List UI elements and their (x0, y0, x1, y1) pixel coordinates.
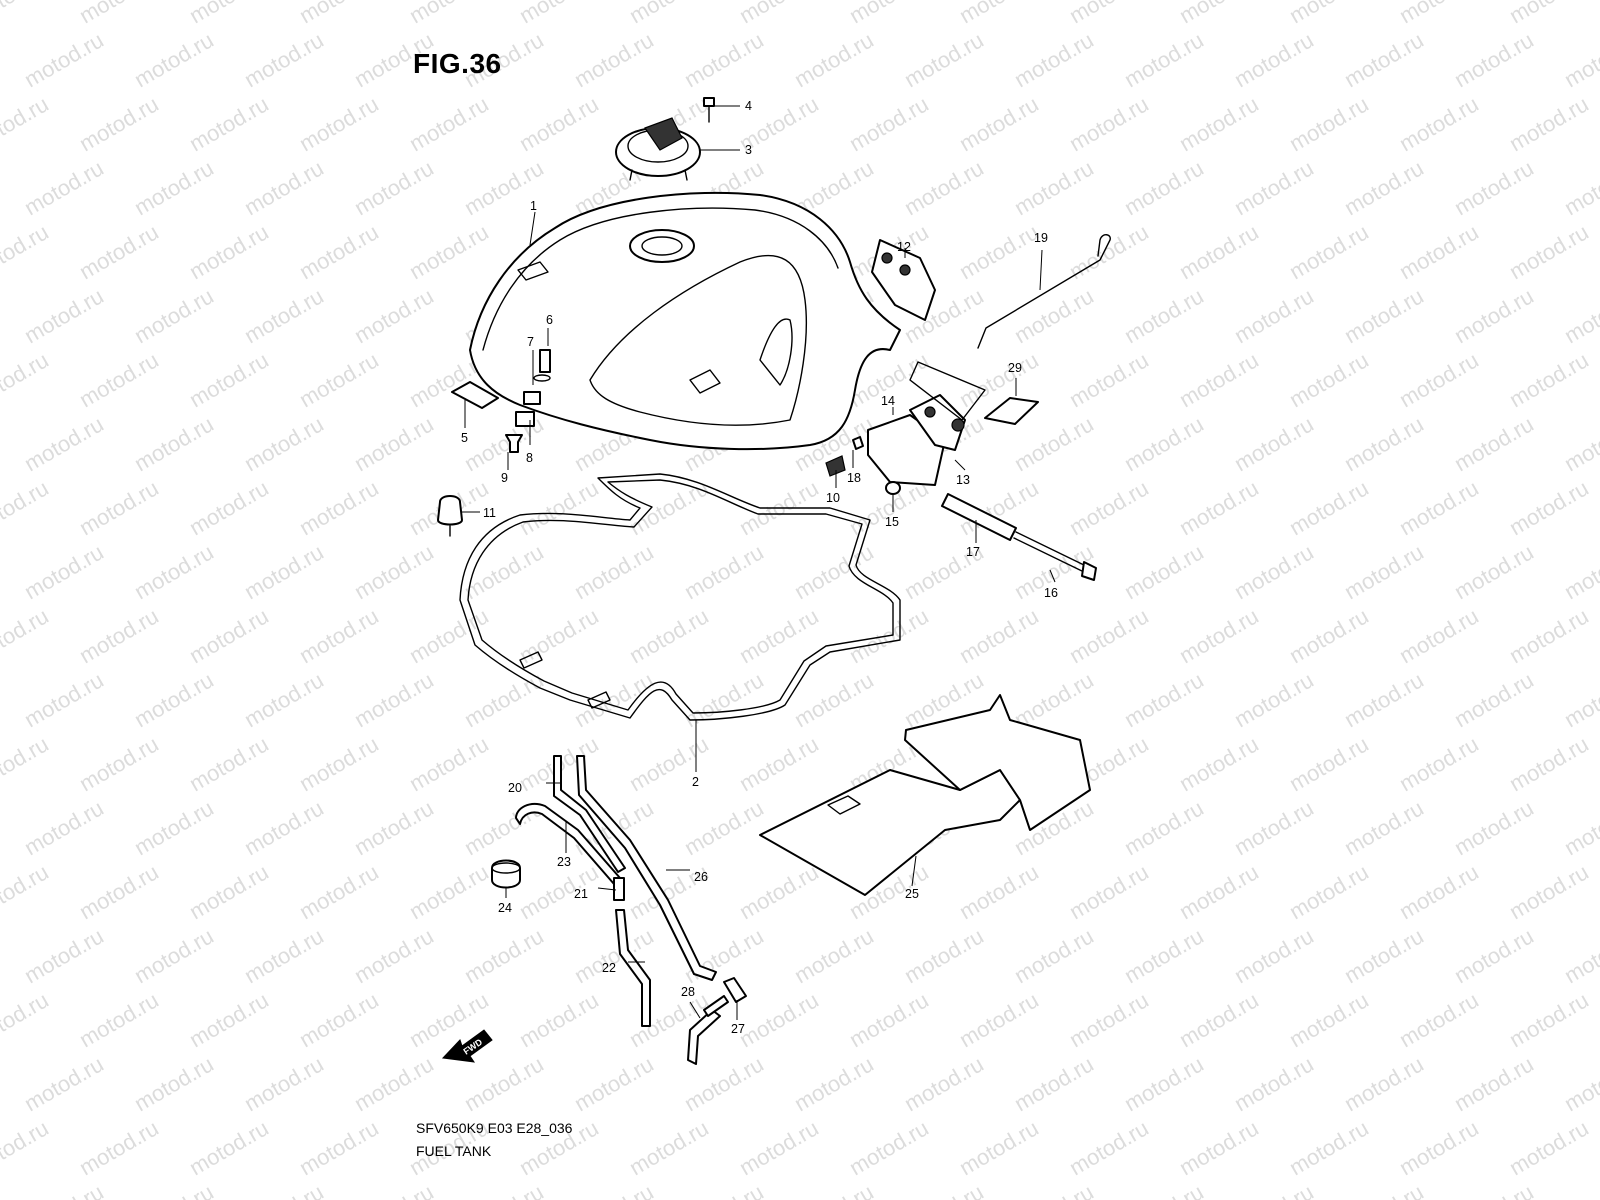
heat-shield-plate (759, 694, 1091, 896)
grommet-ring (491, 859, 521, 889)
callout-7: 7 (527, 335, 534, 349)
callout-15: 15 (885, 515, 899, 529)
callout-11: 11 (483, 506, 496, 520)
callout-8: 8 (526, 451, 533, 465)
tank-mount-pieces (451, 349, 551, 453)
callout-12: 12 (897, 240, 911, 254)
figure-name-caption: FUEL TANK (416, 1143, 492, 1159)
leader-lines (462, 105, 1056, 1020)
callout-5: 5 (461, 431, 468, 445)
prop-rod (977, 234, 1111, 349)
callout-13: 13 (956, 473, 970, 487)
callout-20: 20 (508, 781, 522, 795)
damper-rubber (437, 495, 463, 537)
callout-17: 17 (966, 545, 980, 559)
callout-1: 1 (530, 199, 537, 213)
callout-10: 10 (826, 491, 840, 505)
callout-24: 24 (498, 901, 512, 915)
cushion-pad (909, 361, 1039, 425)
model-code-caption: SFV650K9 E03 E28_036 (416, 1120, 573, 1136)
tank-seal-gasket (459, 473, 901, 721)
callout-16: 16 (1044, 586, 1058, 600)
callout-21: 21 (574, 887, 588, 901)
pivot-bolt-spacer (941, 493, 1097, 581)
callout-6: 6 (546, 313, 553, 327)
fuel-hoses (515, 755, 747, 1065)
callout-22: 22 (602, 961, 616, 975)
figure-title: FIG.36 (413, 48, 502, 79)
callout-27: 27 (731, 1022, 745, 1036)
callout-9: 9 (501, 471, 508, 485)
fwd-arrow: FWD (441, 1029, 493, 1063)
callout-26: 26 (694, 870, 708, 884)
fuel-cap (615, 117, 701, 181)
callout-25: 25 (905, 887, 919, 901)
cap-bolt (703, 97, 715, 123)
callout-23: 23 (557, 855, 571, 869)
callout-2: 2 (692, 775, 699, 789)
small-fasteners (825, 436, 901, 495)
rear-bracket-assembly (867, 239, 966, 486)
callout-numbers: 1 2 3 4 5 6 7 8 9 10 11 12 13 14 15 16 1… (461, 99, 1058, 1036)
callout-29: 29 (1008, 361, 1022, 375)
callout-28: 28 (681, 985, 695, 999)
callout-14: 14 (881, 394, 895, 408)
callout-3: 3 (745, 143, 752, 157)
callout-19: 19 (1034, 231, 1048, 245)
fuel-tank (469, 191, 901, 451)
callout-18: 18 (847, 471, 861, 485)
callout-4: 4 (745, 99, 752, 113)
